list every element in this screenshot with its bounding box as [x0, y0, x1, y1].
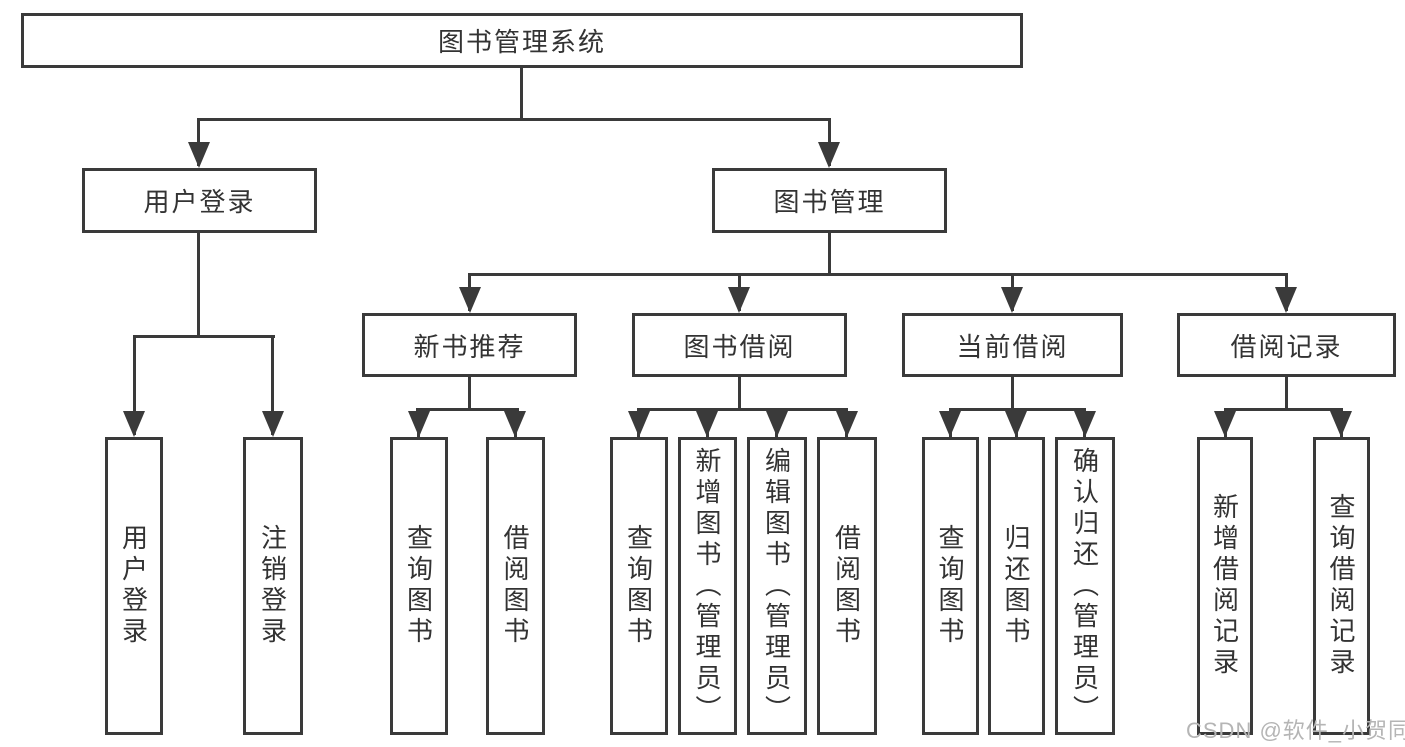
connector-line [197, 233, 200, 338]
connector-line [469, 273, 1288, 276]
leaf-borrow-books-recommend: 借阅图书 [486, 437, 545, 735]
arrowhead [818, 142, 840, 168]
connector-line [133, 335, 275, 338]
node-label: 当前借阅 [956, 331, 1069, 362]
node-label: 确认归还（管理员） [1069, 446, 1100, 726]
node-label: 查询借阅记录 [1326, 493, 1356, 679]
leaf-query-books-current: 查询图书 [922, 437, 979, 735]
arrowhead [1074, 411, 1096, 437]
leaf-confirm-return-admin: 确认归还（管理员） [1055, 437, 1115, 735]
arrowhead [504, 411, 526, 437]
connector-line [1224, 408, 1343, 411]
arrowhead [1001, 287, 1023, 313]
connector-line [828, 233, 831, 276]
connector-line [738, 377, 741, 411]
node-label: 图书管理系统 [437, 27, 606, 57]
node-book-management: 图书管理 [712, 168, 947, 233]
connector-line [637, 408, 847, 411]
node-label: 借阅图书 [500, 524, 530, 648]
connector-line [416, 408, 519, 411]
arrowhead [766, 411, 788, 437]
node-book-borrowing: 图书借阅 [632, 313, 847, 377]
arrowhead [728, 287, 750, 313]
node-new-book-recommend: 新书推荐 [362, 313, 577, 377]
arrowhead [1005, 411, 1027, 437]
connector-line [1011, 377, 1014, 411]
node-label: 查询图书 [403, 524, 434, 648]
node-borrow-records: 借阅记录 [1177, 313, 1396, 377]
arrowhead [408, 411, 430, 437]
leaf-logout: 注销登录 [243, 437, 303, 735]
leaf-add-books-admin: 新增图书（管理员） [678, 437, 737, 735]
connector-line [271, 335, 274, 435]
leaf-return-books: 归还图书 [988, 437, 1045, 735]
leaf-add-borrow-record: 新增借阅记录 [1197, 437, 1253, 735]
watermark: CSDN @软件_小贺同学 [1186, 718, 1405, 743]
node-label: 用户登录 [118, 524, 149, 648]
connector-line [520, 68, 523, 121]
node-current-borrowing: 当前借阅 [902, 313, 1123, 377]
leaf-query-books-borrowing: 查询图书 [610, 437, 668, 735]
node-label: 图书借阅 [683, 331, 796, 362]
leaf-edit-books-admin: 编辑图书（管理员） [747, 437, 807, 735]
arrowhead [939, 411, 961, 437]
node-user-login: 用户登录 [82, 168, 317, 233]
arrowhead [1330, 411, 1352, 437]
arrowhead [628, 411, 650, 437]
arrowhead [459, 287, 481, 313]
connector-line [133, 335, 136, 435]
node-label: 新增借阅记录 [1209, 493, 1240, 679]
node-label: 查询图书 [935, 524, 965, 648]
node-library-system: 图书管理系统 [21, 13, 1023, 68]
node-label: 新增图书（管理员） [692, 446, 722, 726]
arrowhead [1275, 287, 1297, 313]
node-label: 图书管理 [773, 187, 886, 217]
arrowhead [1214, 411, 1236, 437]
node-label: 用户登录 [143, 187, 256, 217]
connector-line [197, 118, 831, 121]
node-label: 新书推荐 [413, 331, 526, 362]
leaf-query-books-recommend: 查询图书 [390, 437, 448, 735]
node-label: 归还图书 [1001, 524, 1031, 648]
arrowhead [188, 142, 210, 168]
arrowhead [696, 411, 718, 437]
node-label: 借阅图书 [831, 524, 862, 648]
connector-line [1285, 377, 1288, 411]
node-label: 编辑图书（管理员） [761, 446, 792, 726]
arrowhead [836, 411, 858, 437]
leaf-user-login: 用户登录 [105, 437, 163, 735]
arrowhead [123, 411, 145, 437]
arrowhead [262, 411, 284, 437]
leaf-borrow-books: 借阅图书 [817, 437, 877, 735]
connector-line [468, 377, 471, 411]
leaf-query-borrow-record: 查询借阅记录 [1313, 437, 1370, 735]
node-label: 借阅记录 [1230, 331, 1343, 362]
node-label: 注销登录 [257, 524, 288, 648]
node-label: 查询图书 [623, 524, 654, 648]
